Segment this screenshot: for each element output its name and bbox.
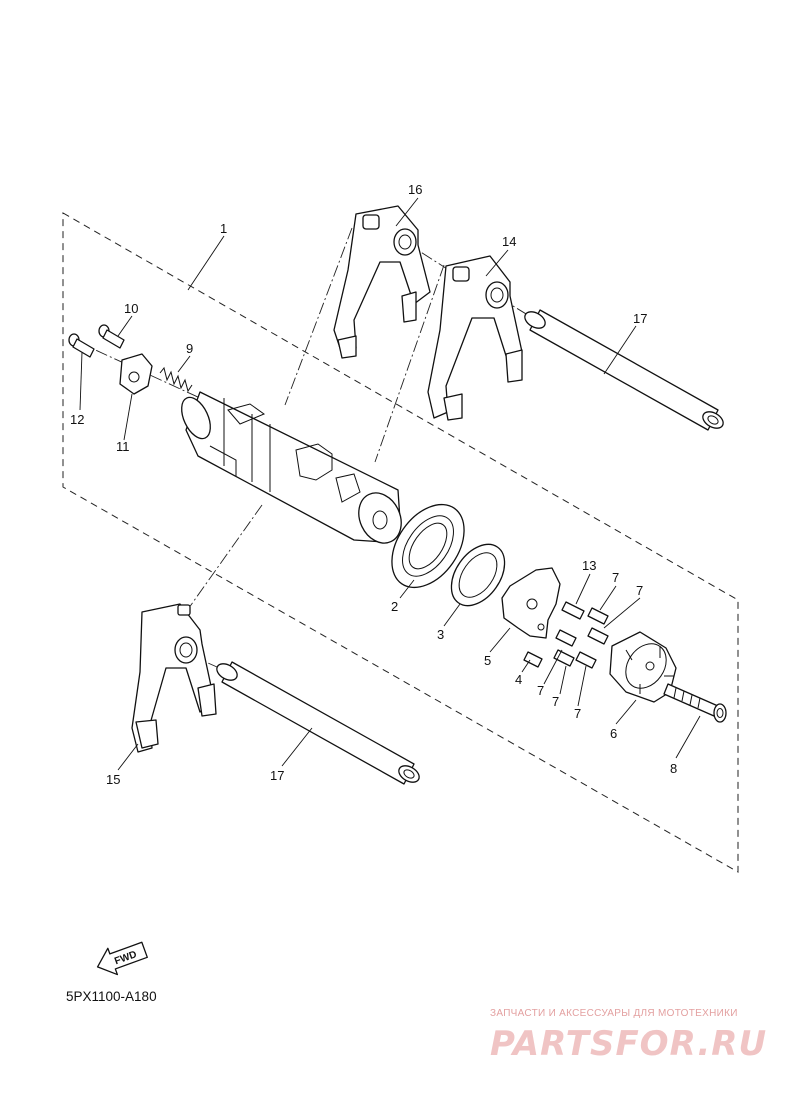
watermark-logo: PARTSFOR.RU bbox=[490, 1024, 768, 1064]
callout-17-lower: 17 bbox=[270, 768, 284, 783]
collar-3 bbox=[450, 543, 506, 607]
screw-10 bbox=[98, 324, 125, 349]
shift-fork-14 bbox=[427, 255, 523, 421]
callout-labels: 1 16 14 17 10 9 12 11 2 3 5 4 13 7 7 7 7… bbox=[70, 182, 677, 787]
axis-line-drum bbox=[185, 504, 263, 613]
callout-17-upper: 17 bbox=[633, 311, 647, 326]
callout-7-c: 7 bbox=[537, 683, 544, 698]
callout-7-a: 7 bbox=[612, 570, 619, 585]
axis-line-fork16 bbox=[284, 227, 353, 406]
fork-shaft-17-lower bbox=[216, 661, 420, 785]
axis-line-fork14 bbox=[374, 264, 445, 463]
dowel-pins-7 bbox=[553, 607, 609, 669]
segment-6 bbox=[609, 631, 677, 703]
callout-3: 3 bbox=[437, 627, 444, 642]
bearing-2 bbox=[391, 503, 465, 589]
dowel-pin-13 bbox=[561, 601, 585, 620]
callout-13: 13 bbox=[582, 558, 596, 573]
callout-4: 4 bbox=[515, 672, 522, 687]
fork-shaft-17-upper bbox=[524, 309, 724, 431]
shift-fork-16 bbox=[333, 205, 431, 359]
callout-5: 5 bbox=[484, 653, 491, 668]
stopper-lever-11 bbox=[119, 353, 153, 395]
callout-15: 15 bbox=[106, 772, 120, 787]
bolt-8 bbox=[663, 683, 727, 723]
fwd-arrow-icon: FWD bbox=[96, 941, 148, 976]
screw-12 bbox=[68, 333, 95, 358]
assembly-boundary bbox=[62, 212, 739, 873]
shift-drum-1 bbox=[181, 391, 402, 544]
shift-fork-15 bbox=[131, 603, 217, 753]
callout-14: 14 bbox=[502, 234, 516, 249]
callout-7-e: 7 bbox=[574, 706, 581, 721]
callout-7-d: 7 bbox=[552, 694, 559, 709]
callout-6: 6 bbox=[610, 726, 617, 741]
callout-2: 2 bbox=[391, 599, 398, 614]
leader-lines bbox=[79, 197, 701, 771]
callout-9: 9 bbox=[186, 341, 193, 356]
callout-8: 8 bbox=[670, 761, 677, 776]
callout-16: 16 bbox=[408, 182, 422, 197]
spring-9 bbox=[159, 366, 193, 393]
callout-12: 12 bbox=[70, 412, 84, 427]
stopper-plate-5 bbox=[501, 567, 561, 639]
callout-1: 1 bbox=[220, 221, 227, 236]
callout-10: 10 bbox=[124, 301, 138, 316]
callout-11: 11 bbox=[116, 439, 130, 454]
watermark-tagline: ЗАПЧАСТИ И АКСЕССУАРЫ ДЛЯ МОТОТЕХНИКИ bbox=[490, 1008, 738, 1019]
callout-7-b: 7 bbox=[636, 583, 643, 598]
diagram-code: 5PX1100-A180 bbox=[66, 989, 157, 1004]
pin-4 bbox=[523, 651, 543, 668]
